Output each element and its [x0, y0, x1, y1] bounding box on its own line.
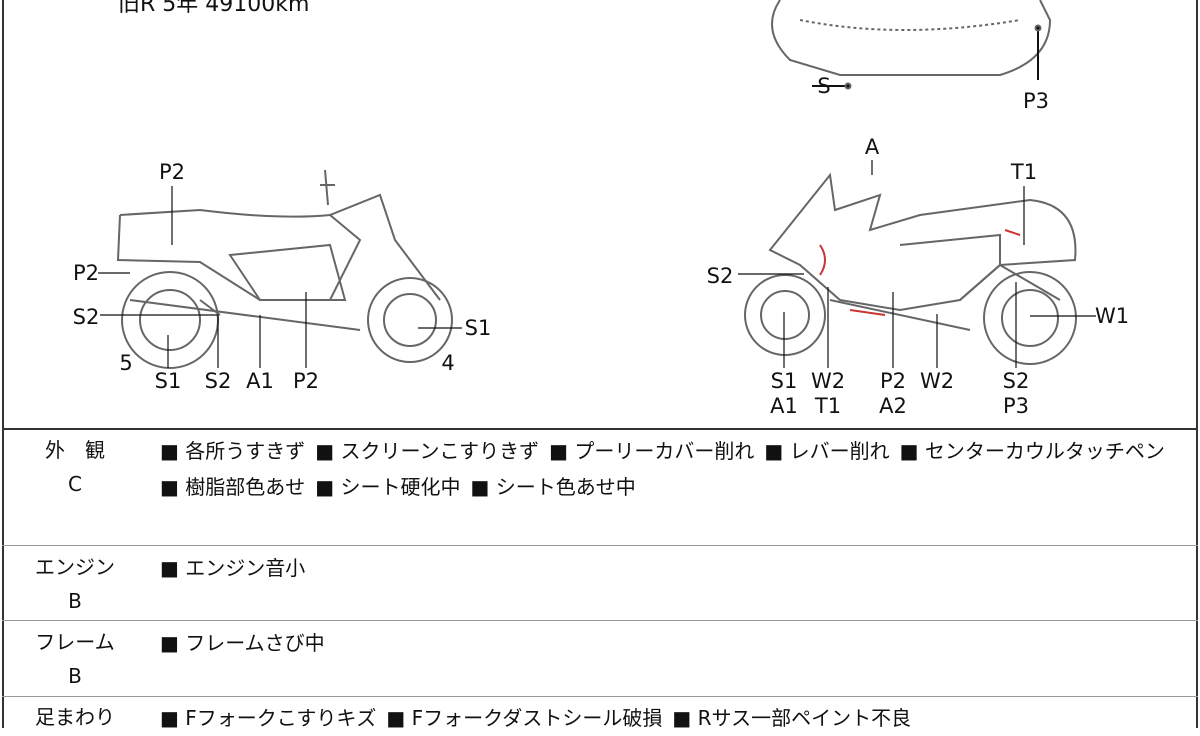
part-label: S2: [72, 305, 100, 329]
part-label: S1: [154, 369, 182, 393]
part-label: S2: [706, 264, 734, 288]
divider: [2, 545, 1198, 546]
part-label: P2: [158, 160, 186, 184]
item: ■ エンジン音小: [160, 556, 306, 580]
item: ■ 各所うすきず: [160, 439, 306, 463]
part-label: P2: [292, 369, 320, 393]
item: ■ シート色あせ中: [470, 475, 636, 499]
part-label: A: [864, 135, 880, 159]
part-label: S2: [204, 369, 232, 393]
divider: [2, 428, 1198, 430]
item: ■ Fフォークダストシール破損: [386, 706, 663, 730]
part-label: S: [817, 74, 831, 98]
row-items: ■ Fフォークこすりキズ ■ Fフォークダストシール破損 ■ Rサス一部ペイント不良: [160, 700, 921, 736]
part-label: P3: [1022, 89, 1050, 113]
row-label: 足まわり: [35, 705, 115, 729]
vehicle-info: 旧R 5年 49100km: [118, 0, 310, 17]
part-label: S2: [1002, 369, 1030, 393]
row-grade: B: [68, 664, 82, 688]
item: ■ シート硬化中: [315, 475, 461, 499]
row-label: 外 観: [45, 438, 105, 462]
part-label: W1: [1094, 304, 1130, 328]
row-grade: B: [68, 589, 82, 613]
part-label: S1: [770, 369, 798, 393]
part-label: T1: [814, 394, 842, 418]
item: ■ フレームさび中: [160, 631, 325, 655]
part-label: P2: [72, 261, 100, 285]
item: ■ Fフォークこすりキズ: [160, 706, 377, 730]
part-label: P3: [1002, 394, 1030, 418]
part-label: 5: [119, 351, 133, 375]
item: ■ 樹脂部色あせ: [160, 475, 306, 499]
part-label: A1: [246, 369, 274, 393]
row-items: ■ エンジン音小: [160, 550, 315, 586]
part-label: A2: [879, 394, 907, 418]
item: ■ レバー削れ: [764, 439, 890, 463]
part-label: A1: [770, 394, 798, 418]
divider: [2, 696, 1198, 697]
part-label: W2: [810, 369, 846, 393]
scooter-diagrams: [98, 0, 1096, 369]
row-grade: C: [68, 472, 82, 496]
row-items: ■ 各所うすきず ■ スクリーンこすりきず ■ プーリーカバー削れ ■ レバー削れ ■ …: [160, 433, 1175, 505]
part-label: 4: [441, 351, 455, 375]
item: ■ センターカウルタッチペン: [899, 439, 1165, 463]
part-label: T1: [1010, 160, 1038, 184]
divider: [2, 620, 1198, 621]
item: ■ プーリーカバー削れ: [549, 439, 755, 463]
part-label: W2: [919, 369, 955, 393]
item: ■ スクリーンこすりきず: [315, 439, 540, 463]
item: ■ Rサス一部ペイント不良: [672, 706, 912, 730]
row-label: エンジン: [35, 555, 115, 579]
row-items: ■ フレームさび中: [160, 625, 335, 661]
row-label: フレーム: [35, 630, 115, 654]
part-label: S1: [464, 316, 492, 340]
part-label: P2: [879, 369, 907, 393]
